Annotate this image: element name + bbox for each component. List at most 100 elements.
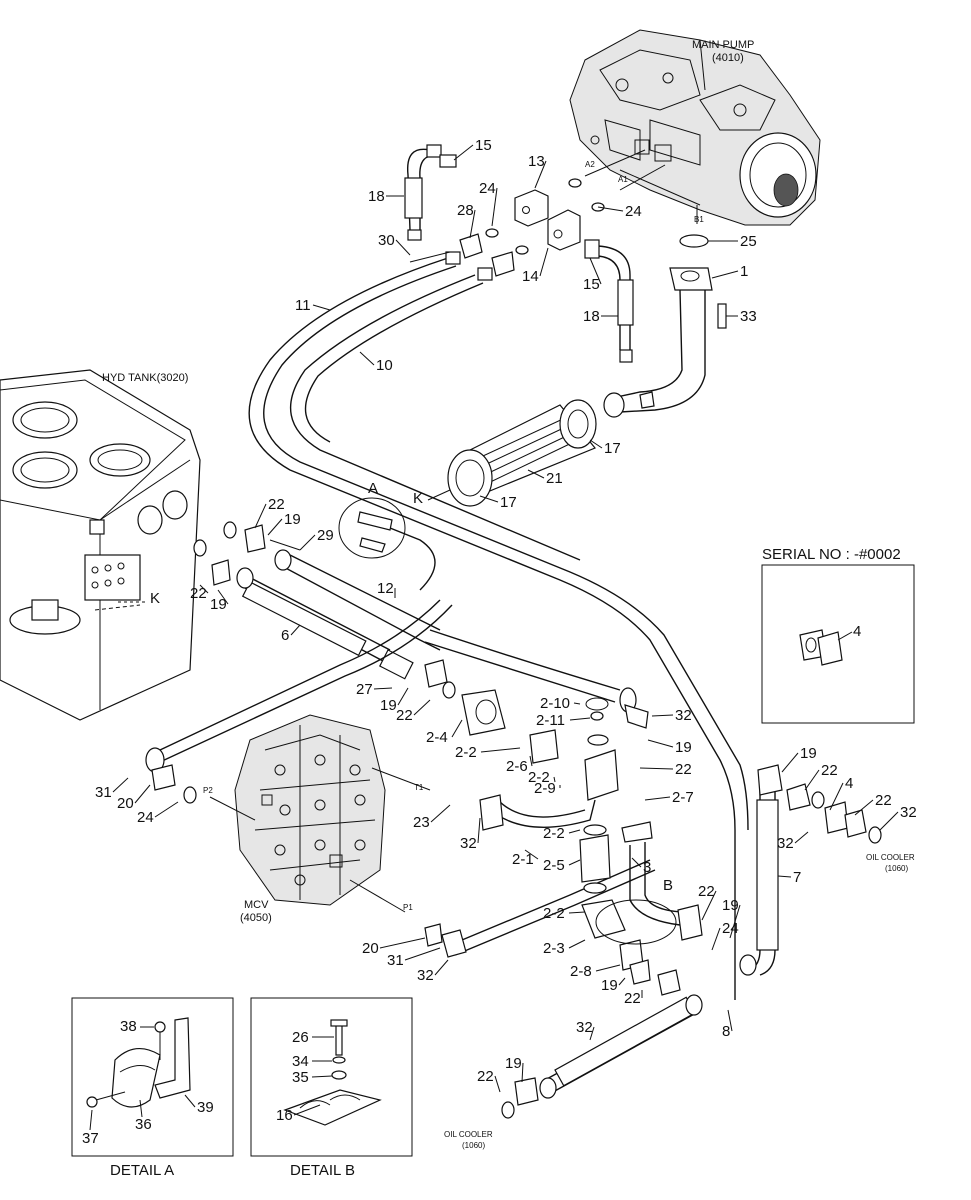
callout-label: 2-3 bbox=[543, 940, 565, 957]
callout-leader bbox=[379, 937, 426, 949]
callout-label: 22 bbox=[821, 762, 838, 779]
callout-label: 1 bbox=[740, 263, 748, 280]
hyd-tank-label: HYD TANK(3020) bbox=[102, 372, 188, 384]
adapter-blocks bbox=[485, 178, 709, 255]
callout-leader bbox=[639, 767, 674, 770]
callout-label: 18 bbox=[368, 188, 385, 205]
tank-flanges bbox=[193, 521, 301, 586]
callout-label: 19 bbox=[505, 1055, 522, 1072]
callout-label: 29 bbox=[317, 527, 334, 544]
p2-flange bbox=[151, 659, 456, 804]
callout-label: 2-6 bbox=[506, 758, 528, 775]
callout-leader bbox=[794, 831, 809, 844]
callout-label: 2-10 bbox=[540, 695, 570, 712]
serial-flange bbox=[799, 629, 853, 666]
detail-b-part-16: 16 bbox=[276, 1107, 293, 1124]
callout-label: 33 bbox=[740, 308, 757, 325]
callout-leader bbox=[644, 796, 671, 801]
callout-leader bbox=[312, 304, 331, 311]
callout-label: 31 bbox=[387, 952, 404, 969]
callout-label: 32 bbox=[460, 835, 477, 852]
callout-leader bbox=[529, 755, 533, 767]
callout-label: 25 bbox=[740, 233, 757, 250]
callout-label: 10 bbox=[376, 357, 393, 374]
callout-label: 22 bbox=[477, 1068, 494, 1085]
clamp-a bbox=[338, 497, 406, 559]
detail-a-caption: DETAIL A bbox=[110, 1162, 174, 1179]
callout-label: 7 bbox=[793, 869, 801, 886]
callout-label: 22 bbox=[268, 496, 285, 513]
cooler-pipe-7 bbox=[739, 764, 882, 976]
callout-leader bbox=[854, 799, 874, 816]
callout-leader bbox=[647, 739, 674, 748]
callout-leader bbox=[373, 687, 393, 690]
callout-label: 22 bbox=[190, 585, 207, 602]
callout-leader bbox=[451, 719, 463, 738]
return-pipe-assembly bbox=[461, 689, 703, 971]
oil-cooler-bottom-label: OIL COOLER bbox=[444, 1130, 493, 1139]
callout-leader bbox=[494, 1075, 501, 1093]
callout-leader bbox=[879, 811, 899, 831]
callout-label: 6 bbox=[281, 627, 289, 644]
callout-leader bbox=[395, 239, 411, 256]
callout-label: 2-9 bbox=[534, 780, 556, 797]
port-a2-label: A2 bbox=[585, 160, 595, 169]
callout-label: 32 bbox=[417, 967, 434, 984]
callout-leader bbox=[781, 752, 799, 773]
callout-label: 22 bbox=[396, 707, 413, 724]
callout-leader bbox=[553, 776, 556, 783]
callout-leader bbox=[469, 209, 476, 239]
callout-label: 2-5 bbox=[543, 857, 565, 874]
callout-label: 2-4 bbox=[426, 729, 448, 746]
cooler-hose-8 bbox=[501, 959, 703, 1119]
callout-leader bbox=[568, 939, 586, 949]
callout-leader bbox=[524, 849, 539, 860]
callout-leader bbox=[480, 747, 521, 753]
main-pump-code: (4010) bbox=[712, 52, 744, 64]
callout-label: 17 bbox=[500, 494, 517, 511]
callout-leader bbox=[404, 947, 441, 961]
callout-leader bbox=[430, 804, 451, 823]
callout-leader bbox=[413, 699, 431, 716]
callout-leader bbox=[453, 144, 474, 161]
callout-label: 32 bbox=[675, 707, 692, 724]
callout-leader bbox=[290, 624, 301, 636]
pressure-hose-p1 bbox=[424, 859, 656, 958]
callout-leader bbox=[527, 469, 545, 479]
callout-leader bbox=[573, 702, 581, 705]
main-pump-label: MAIN PUMP bbox=[692, 39, 754, 51]
k-filter-ref: K bbox=[413, 490, 423, 507]
callout-leader bbox=[199, 584, 209, 594]
callout-leader bbox=[589, 439, 603, 449]
callout-leader bbox=[597, 206, 624, 212]
callout-leader bbox=[727, 1009, 733, 1032]
callout-label: 2-8 bbox=[570, 963, 592, 980]
callout-leader bbox=[479, 495, 499, 503]
callout-leader bbox=[534, 160, 547, 189]
callout-leader bbox=[491, 187, 498, 227]
oil-cooler-right-code: (1060) bbox=[885, 864, 908, 873]
hose-18-upper bbox=[404, 144, 457, 241]
callout-label: 2-2 bbox=[455, 744, 477, 761]
hydraulic-tank bbox=[0, 369, 201, 721]
callout-label: 2-7 bbox=[672, 789, 694, 806]
k-tank-ref: K bbox=[150, 590, 160, 607]
callout-leader bbox=[154, 801, 179, 818]
suction-pipe-1 bbox=[603, 267, 727, 418]
mcv-label: MCV bbox=[244, 899, 269, 911]
callout-leader bbox=[568, 859, 581, 866]
mcv-valve bbox=[234, 714, 386, 906]
mcv-code: (4050) bbox=[240, 912, 272, 924]
port-p1-label: P1 bbox=[403, 903, 413, 912]
callout-leader bbox=[595, 964, 621, 972]
callout-label: 19 bbox=[800, 745, 817, 762]
port-p2-label: P2 bbox=[203, 786, 213, 795]
callout-label: 28 bbox=[457, 202, 474, 219]
callout-label: 20 bbox=[117, 795, 134, 812]
detail-a-part-38: 38 bbox=[120, 1018, 137, 1035]
callout-label: 2-11 bbox=[536, 712, 565, 729]
callout-leader bbox=[267, 518, 283, 536]
